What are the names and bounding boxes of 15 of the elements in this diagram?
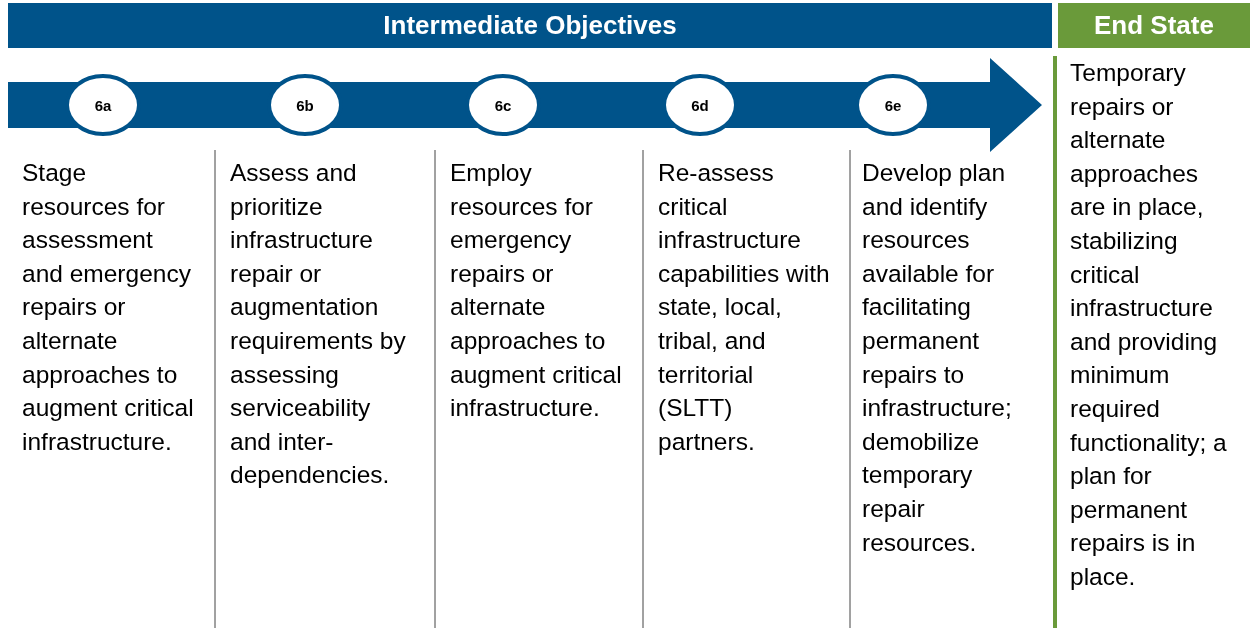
description-text: Re-assess critical infrastructure capabilities with state, local, tribal, and territorial (SLTT) partners. bbox=[658, 158, 831, 457]
step-label: 6c bbox=[494, 96, 512, 114]
description-text: Stage resources for assessment and emergency repairs or alternate approaches to augment critical infrastructure. bbox=[22, 158, 194, 457]
step-label: 6e bbox=[884, 96, 902, 114]
header-band bbox=[1058, 3, 1250, 48]
band-title: End State bbox=[1094, 10, 1214, 41]
description-text: Temporary repairs or alternate approaches are in place, stabilizing critical infrastructure and providing minimum required functionality; a plan for permanent repairs is in place. bbox=[1070, 58, 1228, 592]
step-label: 6a bbox=[94, 96, 112, 114]
band-title: Intermediate Objectives bbox=[383, 10, 677, 41]
description-text: Develop plan and identify resources available for facilitating permanent repairs to infrastructure; demobilize temporary repair resources. bbox=[862, 158, 1013, 558]
description-text: Employ resources for emergency repairs or alternate approaches to augment critical infrastructure. bbox=[450, 158, 623, 424]
step-label: 6b bbox=[296, 96, 314, 114]
step-label: 6d bbox=[691, 96, 709, 114]
header-band bbox=[8, 3, 1052, 48]
description-text: Assess and prioritize infrastructure repair or augmentation requirements by assessing serviceability and inter-dependencies. bbox=[230, 158, 407, 491]
